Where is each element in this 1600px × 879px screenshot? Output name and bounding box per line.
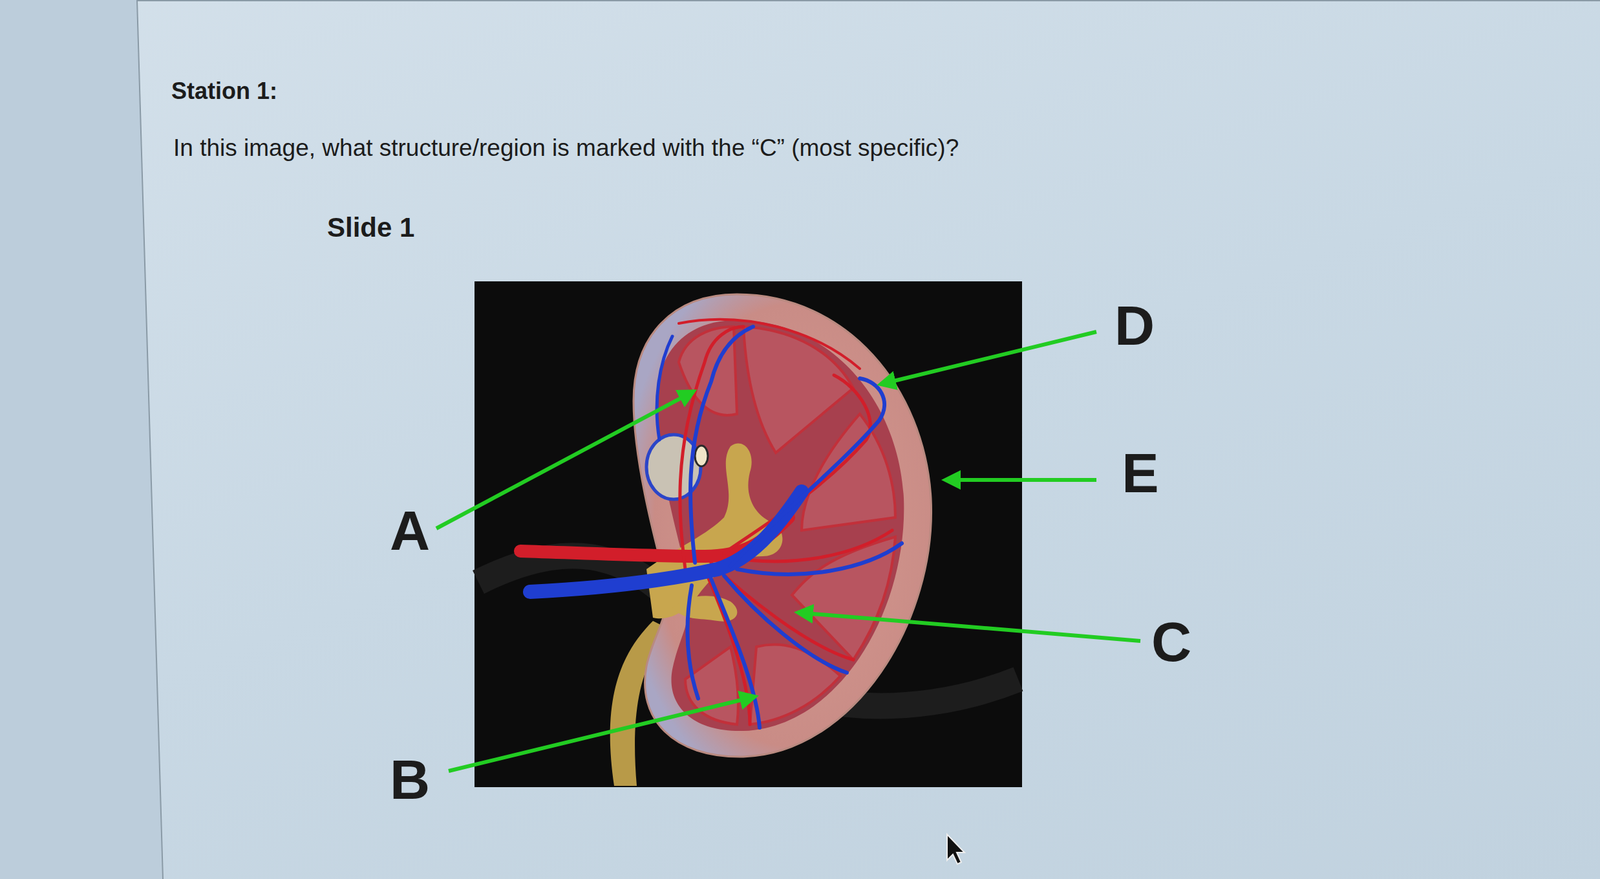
callout-letter: A	[389, 498, 430, 563]
callout-letter: E	[1121, 440, 1159, 505]
page-margin	[0, 0, 163, 879]
callout-letter: B	[389, 747, 430, 812]
callout-letter: C	[1151, 609, 1192, 674]
slide-heading: Slide 1	[327, 212, 415, 244]
page-edge	[137, 0, 163, 879]
leader-lines	[436, 331, 1141, 771]
station-heading: Station 1:	[171, 77, 278, 105]
page-edge	[137, 0, 1600, 2]
kidney	[520, 294, 932, 786]
calyx-opening	[694, 445, 708, 467]
mouse-cursor	[947, 833, 965, 864]
image-frame	[474, 281, 1023, 787]
callout-letter: D	[1114, 293, 1155, 358]
question-text: In this image, what structure/region is …	[173, 134, 959, 163]
